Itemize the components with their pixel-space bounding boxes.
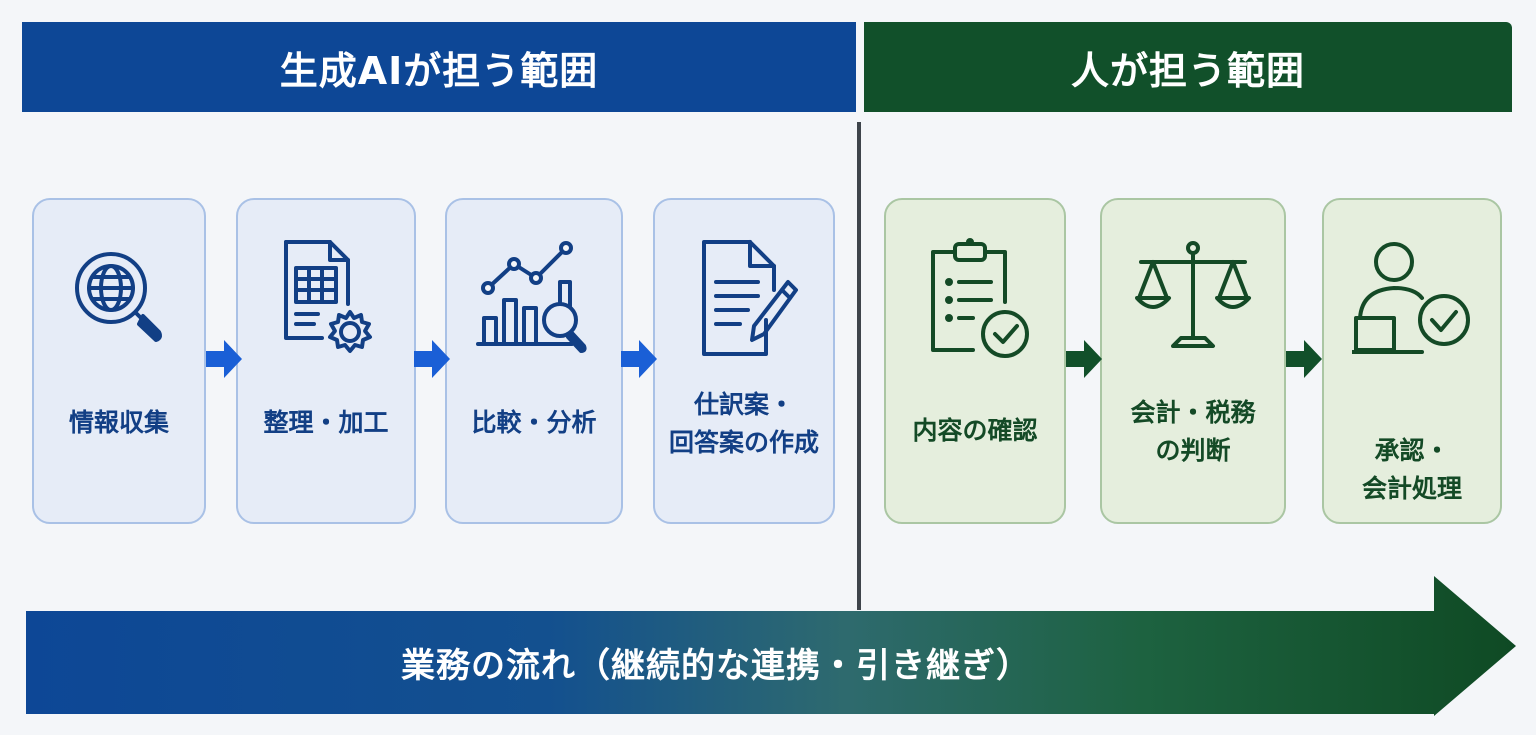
step-label: 整理・加工: [263, 408, 389, 437]
step-card-content-check: 内容の確認: [884, 198, 1066, 524]
step-card-approval-processing: 承認・ 会計処理: [1322, 198, 1502, 524]
human-range-title: 人が担う範囲: [1070, 48, 1305, 93]
ai-range-title: 生成AIが担う範囲: [279, 48, 599, 93]
step-card-organize-process: 整理・加工: [236, 198, 416, 524]
balance-scale-icon: [1135, 241, 1251, 348]
globe-search-icon: [75, 252, 162, 342]
workflow-label: 業務の流れ（継続的な連携・引き継ぎ）: [401, 646, 1031, 686]
step-card-info-gathering: 情報収集: [32, 198, 206, 524]
ai-flow-arrow-2: [414, 340, 450, 378]
ai-range-header: 生成AIが担う範囲: [22, 22, 856, 112]
step-label: 情報収集: [68, 408, 169, 437]
spreadsheet-gear-icon: [284, 240, 372, 353]
step-label: 仕訳案・ 回答案の作成: [668, 390, 819, 457]
step-label: 会計・税務 の判断: [1130, 398, 1256, 465]
ai-flow-arrow-3: [621, 340, 657, 378]
step-label: 比較・分析: [471, 408, 597, 437]
step-card-draft-creation: 仕訳案・ 回答案の作成: [653, 198, 835, 524]
chart-analysis-icon: [476, 241, 587, 353]
range-divider: [857, 122, 861, 610]
human-flow-arrow-1: [1066, 340, 1102, 378]
human-flow-arrow-2: [1286, 340, 1322, 378]
human-range-header: 人が担う範囲: [864, 22, 1512, 112]
step-card-accounting-judgment: 会計・税務 の判断: [1100, 198, 1286, 524]
step-label: 内容の確認: [912, 416, 1038, 445]
ai-flow-arrow-1: [206, 340, 242, 378]
clipboard-check-icon: [931, 238, 1029, 358]
workflow-arrow: [26, 576, 1516, 716]
person-approval-icon: [1352, 242, 1470, 354]
document-pen-icon: [702, 240, 798, 356]
step-card-compare-analyze: 比較・分析: [445, 198, 623, 524]
step-label: 承認・ 会計処理: [1361, 436, 1462, 503]
